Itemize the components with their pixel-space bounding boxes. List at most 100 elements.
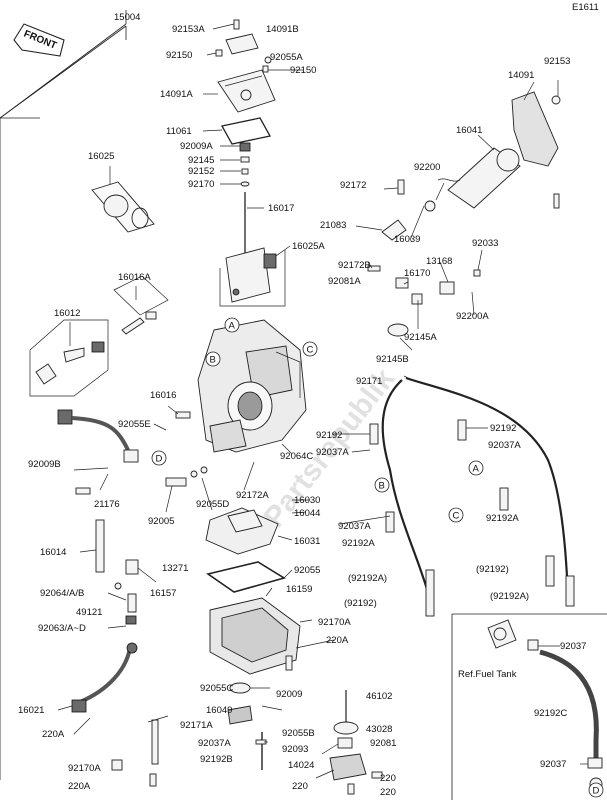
part-label: 92081A	[328, 276, 361, 287]
part-label: 43028	[366, 724, 392, 735]
part-label: 21176	[94, 499, 120, 510]
screw-92172b-group	[367, 265, 481, 305]
part-label: 92009A	[180, 141, 213, 152]
washer-92200	[424, 200, 436, 212]
plate-16025	[91, 181, 155, 233]
part-label: 16159	[286, 584, 312, 595]
part-label: 92200	[414, 162, 440, 173]
box-16016a	[113, 275, 169, 316]
part-label: 92055A	[270, 52, 303, 63]
part-label: 92192	[316, 430, 342, 441]
part-label: 92063/A~D	[38, 623, 86, 634]
vent-hose-92192	[405, 376, 575, 607]
part-label: 16170	[404, 268, 430, 279]
box-16012	[29, 319, 109, 397]
part-label: 92037A	[316, 447, 349, 458]
part-label: 92055C	[200, 683, 233, 694]
part-label: 92171A	[180, 720, 213, 731]
part-label: 16041	[456, 125, 482, 136]
needle-16014	[95, 519, 139, 625]
part-label: 16017	[268, 203, 294, 214]
callout-b-hose-label: B	[379, 481, 385, 492]
part-label: 13271	[162, 563, 188, 574]
throttle-pulley-14091	[511, 91, 561, 209]
part-label: 49121	[76, 607, 102, 618]
part-label: 46102	[366, 691, 392, 702]
part-label: 92192A	[486, 513, 519, 524]
throttle-shaft-16041	[437, 147, 521, 209]
part-label: 21083	[320, 220, 346, 231]
part-label: 92170A	[318, 617, 351, 628]
part-label: 92009B	[28, 459, 61, 470]
callout-c-hose-label: C	[453, 511, 460, 522]
part-label: 16012	[54, 308, 80, 319]
part-label: 16016	[150, 390, 176, 401]
callout-d-inset: D	[588, 782, 604, 798]
accelerator-pump-parts	[329, 690, 383, 795]
callout-a-hose: A	[468, 460, 484, 476]
part-label: 92170A	[68, 763, 101, 774]
gasket-92055	[206, 561, 286, 593]
screw-92009b	[75, 487, 91, 495]
diagram-code: E1611	[572, 2, 599, 13]
fuel-tank-inset-parts	[487, 619, 603, 791]
part-label: 92192C	[534, 708, 567, 719]
part-label: 92200A	[456, 311, 489, 322]
part-label: 15004	[114, 12, 140, 23]
part-label: 16157	[150, 588, 176, 599]
part-label: 92172B	[338, 260, 371, 271]
part-label: 92081	[370, 738, 396, 749]
part-label: 92152	[188, 166, 214, 177]
callout-c-hose: C	[448, 507, 464, 523]
part-label: 16025	[88, 151, 114, 162]
part-label: (92192)	[344, 598, 377, 609]
part-label: 220	[292, 781, 308, 792]
o-ring-92055a	[264, 56, 272, 64]
lever-21083	[381, 219, 407, 241]
cover-gasket-part	[225, 33, 259, 55]
needle-stack-parts	[239, 142, 251, 255]
part-label: 14091B	[266, 24, 299, 35]
assembly-frame-diag	[0, 23, 127, 119]
throttle-valve-frame	[219, 250, 286, 307]
part-label: 92064/A/B	[40, 588, 84, 599]
assembly-frame	[0, 25, 127, 780]
part-label: 92150	[166, 50, 192, 61]
part-label: 220	[380, 787, 396, 798]
part-label: Ref.Fuel Tank	[458, 669, 517, 680]
part-label: 92172	[340, 180, 366, 191]
callout-a-hose-label: A	[473, 464, 480, 475]
jet-92005	[165, 466, 208, 487]
callout-c-label: C	[307, 345, 314, 356]
part-label: 92037	[540, 759, 566, 770]
callout-b-label: B	[210, 355, 216, 366]
part-label: 92009	[276, 689, 302, 700]
part-label: 92055E	[118, 419, 151, 430]
part-label: 13168	[426, 256, 452, 267]
part-label: 220A	[326, 635, 349, 646]
callout-d-label: D	[156, 454, 163, 465]
jet-parts-16012	[35, 341, 105, 385]
part-label: 14091	[508, 70, 534, 81]
float-bowl	[209, 597, 301, 675]
part-label: 92033	[472, 238, 498, 249]
part-label: 92064C	[280, 451, 313, 462]
part-label: 92153A	[172, 24, 205, 35]
part-label: 92093	[282, 744, 308, 755]
part-label: 220A	[68, 781, 91, 792]
screw-92150	[215, 49, 223, 57]
part-label: 92153	[544, 56, 570, 67]
part-label: 92170	[188, 179, 214, 190]
spring-92192b	[255, 732, 267, 770]
part-label: 220A	[42, 729, 65, 740]
part-label: 92037A	[488, 440, 521, 451]
part-label: 92192A	[342, 538, 375, 549]
part-label: (92192)	[476, 564, 509, 575]
part-label: 14024	[288, 760, 314, 771]
screw-16016	[175, 411, 191, 419]
callout-b-hose: B	[374, 477, 390, 493]
drain-parts	[111, 655, 293, 787]
part-label: (92192A)	[490, 591, 529, 602]
part-label: 16039	[394, 234, 420, 245]
